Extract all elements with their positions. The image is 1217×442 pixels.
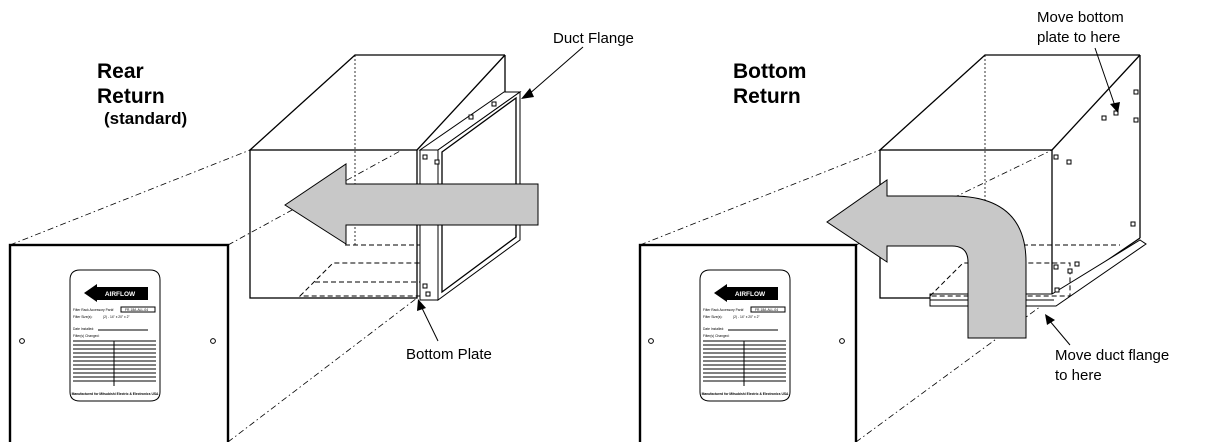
filter-sizes-value: (2) - 14" x 20" x 2" xyxy=(733,315,760,319)
airflow-direction-arrow xyxy=(284,163,539,245)
panel-screw-hole xyxy=(648,338,654,344)
unit-front-panel xyxy=(638,243,858,442)
callout-arrowhead xyxy=(1045,314,1055,325)
callout-leader xyxy=(527,46,584,96)
filter-sizes-value: (2) - 14" x 20" x 2" xyxy=(103,315,130,319)
callout-leader xyxy=(420,305,439,342)
move-bottom-plate-callout-line2: plate to here xyxy=(1037,29,1120,46)
panel-screw-hole xyxy=(210,338,216,344)
bottom-return-panel: AIRFLOW Filter Rack Accessory Part# FR-1… xyxy=(638,9,1169,442)
rear-heading-line2: Return xyxy=(97,85,165,108)
part-number: FR-18A-ALL-04 xyxy=(125,308,148,312)
filter-sizes-label: Filter Size(s): xyxy=(703,315,722,319)
panel-screw-hole xyxy=(19,338,25,344)
callout-arrowhead xyxy=(1110,102,1120,113)
changed-date-grid xyxy=(703,340,786,386)
filter-label: AIRFLOW Filter Rack Accessory Part# FR-1… xyxy=(69,269,161,402)
airflow-arrow-icon xyxy=(84,284,97,302)
move-bottom-plate-callout-line1: Move bottom xyxy=(1037,9,1124,26)
rear-subheading: (standard) xyxy=(104,109,187,128)
date-installed-label: Date Installed: xyxy=(73,327,94,331)
filter-label: AIRFLOW Filter Rack Accessory Part# FR-1… xyxy=(699,269,791,402)
panel-screw-hole xyxy=(839,338,845,344)
bottom-heading-line1: Bottom xyxy=(733,60,806,83)
airflow-direction-arrow xyxy=(826,179,1027,339)
filters-changed-label: Filter(s) Changed: xyxy=(73,334,99,338)
move-duct-flange-callout-line1: Move duct flange xyxy=(1055,347,1169,364)
callout-leader xyxy=(1048,319,1071,346)
manufacturer-text: Manufactured for Mitsubishi Electric & E… xyxy=(72,392,159,396)
bottom-plate-callout: Bottom Plate xyxy=(406,346,492,363)
filter-rack-label: Filter Rack Accessory Part# xyxy=(73,308,114,312)
airflow-arrow-icon xyxy=(714,284,727,302)
filter-sizes-label: Filter Size(s): xyxy=(73,315,92,319)
rear-return-panel: AIRFLOW Filter Rack Accessory Part# FR-1… xyxy=(8,30,634,442)
rear-heading-line1: Rear xyxy=(97,60,144,83)
filter-rack-box xyxy=(249,54,506,299)
move-duct-flange-callout-line2: to here xyxy=(1055,367,1102,384)
filter-rack-label: Filter Rack Accessory Part# xyxy=(703,308,744,312)
duct-flange-callout: Duct Flange xyxy=(553,30,634,47)
callout-arrowhead xyxy=(521,88,534,99)
date-installed-label: Date Installed: xyxy=(703,327,724,331)
part-number: FR-18A-ALL-04 xyxy=(755,308,778,312)
callout-arrowhead xyxy=(417,299,426,311)
changed-date-grid xyxy=(73,340,156,386)
manufacturer-text: Manufactured for Mitsubishi Electric & E… xyxy=(702,392,789,396)
callout-leader xyxy=(1094,47,1116,107)
airflow-label: AIRFLOW xyxy=(735,291,766,298)
bottom-heading-line2: Return xyxy=(733,85,801,108)
unit-front-panel xyxy=(8,243,230,442)
filters-changed-label: Filter(s) Changed: xyxy=(703,334,729,338)
airflow-label: AIRFLOW xyxy=(105,291,136,298)
